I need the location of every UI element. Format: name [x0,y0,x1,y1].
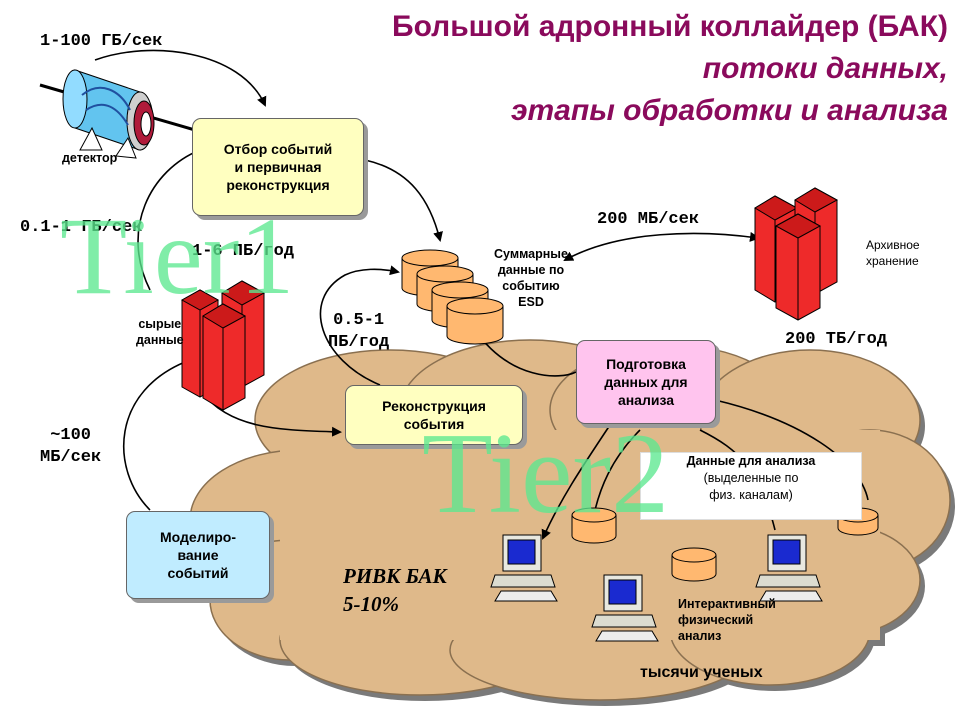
rivk-label: РИВК БАК 5-10% [343,564,447,616]
archive-rate-label: 200 МБ/сек [597,210,700,229]
selection-rate-label: 0.1-1 ГБ/сек [20,218,143,237]
simulation-rate-label: ~100 МБ/сек [40,426,102,467]
cloud [189,339,955,706]
raw-storage-icon [180,280,266,411]
tier1-watermark: Tier1 [60,195,295,317]
simulation-box-label: Моделиро- вание событий [160,529,236,581]
simulation-box: Моделиро- вание событий [126,511,270,599]
interactive-analysis-label: Интерактивный физический анализ [678,597,776,643]
detector-label: детектор [62,151,118,165]
archive-storage-icon [754,187,839,321]
selection-box-label: Отбор событий и первичная реконструкция [223,141,333,193]
esd-label: Суммарные данные по событию ESD [494,247,568,309]
scientists-label: тысячи ученых [640,664,763,681]
analysis-data-title: Данные для анализа [686,454,816,468]
title-line-2: потоки данных, [702,52,948,85]
detector-icon [39,69,196,159]
raw-volume-label: 1-6 ПБ/год [192,242,295,261]
archive-label: Архивное хранение [866,238,920,268]
analysis-data-note: Данные для анализа (выделенные по физ. к… [640,452,862,520]
preparation-box: Подготовка данных для анализа [576,340,716,424]
title-line-1: Большой адронный коллайдер (БАК) [392,10,948,43]
archive-volume-label: 200 ТБ/год [785,330,888,349]
analysis-data-subtitle: (выделенные по физ. каналам) [703,471,799,502]
reconstruction-box: Реконструкция события [345,385,523,445]
preparation-box-label: Подготовка данных для анализа [604,356,688,408]
esd-volume-label: 0.5-1 ПБ/год [328,311,390,352]
raw-data-label: сырые данные [136,317,184,347]
selection-box: Отбор событий и первичная реконструкция [192,118,364,216]
detector-rate-label: 1-100 ГБ/сек [40,32,163,51]
reconstruction-box-label: Реконструкция события [382,398,486,432]
title-line-3: этапы обработки и анализа [510,94,948,127]
esd-disk-stack-icon [401,249,504,345]
workstation-icons [490,534,823,642]
tier2-watermark: Tier2 [422,410,670,538]
